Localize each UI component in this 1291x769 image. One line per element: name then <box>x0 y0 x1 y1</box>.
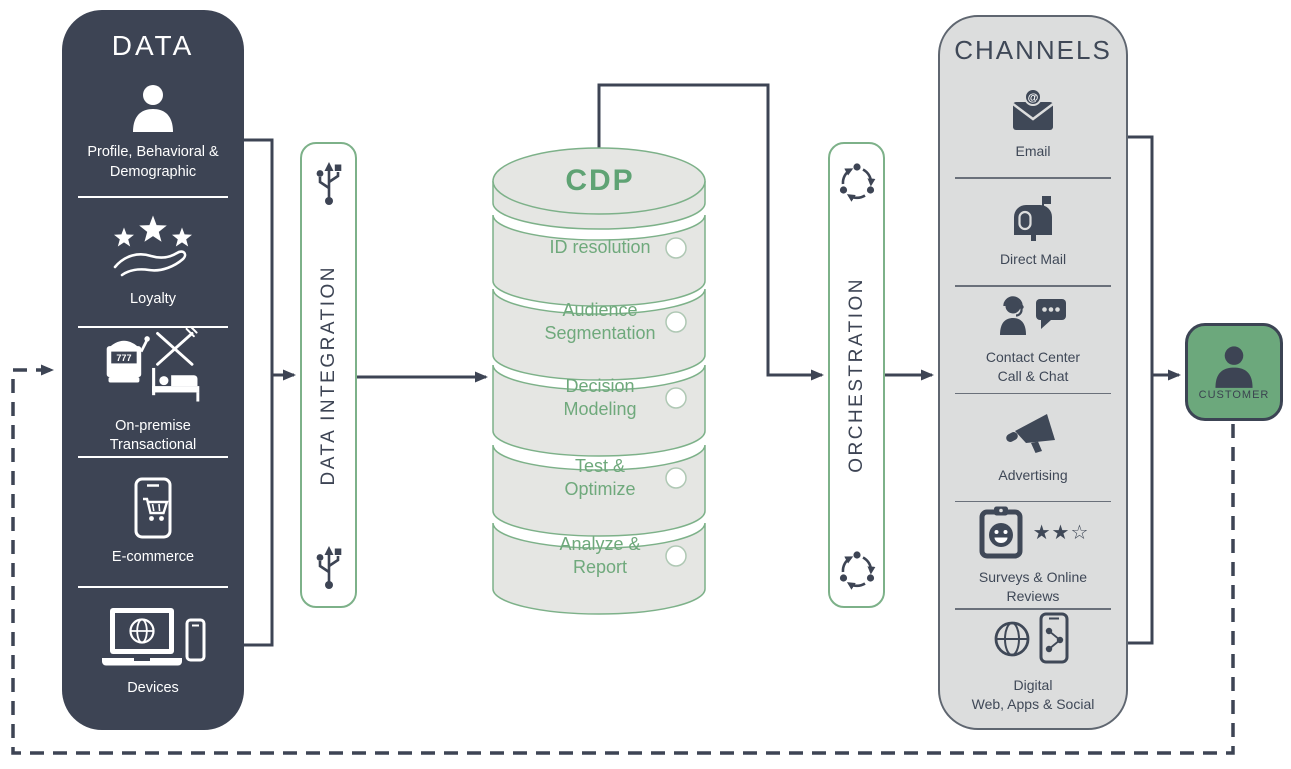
cdp-cylinder: CDP ID resolution Audience Segmentation … <box>480 145 720 625</box>
divider <box>955 177 1111 179</box>
cdp-layer-test-optimize: Test & Optimize <box>564 455 636 499</box>
divider <box>955 500 1111 502</box>
channel-item-advertising: Advertising <box>948 394 1118 500</box>
email-envelope-icon: @ <box>1012 88 1054 131</box>
channel-item-label: Digital Web, Apps & Social <box>971 677 1095 713</box>
usb-icon <box>316 545 341 589</box>
globe-share-phone-icon <box>994 612 1069 664</box>
customer-label: CUSTOMER <box>1198 388 1270 401</box>
channel-item-label: Direct Mail <box>999 250 1067 267</box>
data-item-label: On-premise Transactional <box>109 417 197 454</box>
loyalty-stars-hand-icon <box>113 215 192 277</box>
divider <box>955 285 1111 287</box>
review-stars: ★★☆ <box>1032 519 1090 544</box>
globe-icon <box>994 622 1030 657</box>
data-item-devices: Devices <box>72 588 234 716</box>
channels-panel: CHANNELS @ Email Direct Mail <box>938 15 1128 730</box>
channel-item-contact-center: Contact Center Call & Chat <box>948 287 1118 393</box>
data-item-on-premise: 777 On-premise Transa <box>72 328 234 456</box>
layer-port-circle <box>665 311 687 333</box>
channel-item-label: Surveys & Online Reviews <box>978 568 1088 604</box>
cdp-layer-id-resolution: ID resolution <box>549 237 651 258</box>
arrow-cdp-to-orchestration <box>597 83 824 381</box>
mailbox-icon <box>1014 195 1052 241</box>
headset-agent-icon <box>1000 296 1026 336</box>
ecommerce-phone-cart-icon <box>134 477 172 539</box>
chat-bubble-icon <box>1036 299 1066 330</box>
headset-agent-chat-icon <box>1000 296 1066 336</box>
data-item-label: Loyalty <box>130 290 176 307</box>
data-item-label: Devices <box>127 679 179 696</box>
sync-cycle-icon <box>839 163 875 202</box>
divider <box>955 608 1111 610</box>
channel-item-email: @ Email <box>948 71 1118 177</box>
data-item-label: E-commerce <box>111 548 195 565</box>
data-item-ecommerce: E-commerce <box>72 458 234 586</box>
data-item-profile: Profile, Behavioral & Demographic <box>72 68 234 196</box>
survey-clipboard-icon <box>979 506 1023 559</box>
at-symbol: @ <box>1028 92 1039 104</box>
customer-box: CUSTOMER <box>1185 323 1283 421</box>
channel-item-label: Advertising <box>998 467 1068 484</box>
channel-item-label: Contact Center Call & Chat <box>985 349 1081 385</box>
cdp-cylinder-shape <box>492 147 706 615</box>
divider <box>78 586 228 588</box>
divider <box>78 196 228 198</box>
divider <box>78 456 228 458</box>
user-icon <box>133 84 173 132</box>
cdp-layer-decision-modeling: Decision Modeling <box>563 375 637 419</box>
share-phone-icon <box>1039 612 1069 664</box>
channel-item-direct-mail: Direct Mail <box>948 179 1118 285</box>
customer-feedback-loop-dashed <box>11 364 1235 755</box>
data-integration-label: DATA INTEGRATION <box>317 264 339 486</box>
divider <box>955 392 1111 395</box>
laptop-phone-icon <box>102 607 206 666</box>
bed-icon <box>152 367 200 402</box>
divider <box>78 326 228 328</box>
channels-panel-title: CHANNELS <box>954 34 1112 65</box>
usb-icon <box>316 162 341 205</box>
slot-777-text: 777 <box>116 353 131 363</box>
slot-machine-icon: 777 <box>106 336 150 383</box>
channel-item-surveys: ★★☆ Surveys & Online Reviews <box>948 502 1118 608</box>
data-panel-title: DATA <box>111 30 195 61</box>
megaphone-icon <box>1006 414 1055 454</box>
orchestration-bar: ORCHESTRATION <box>828 142 885 608</box>
channels-output-bracket <box>1128 135 1154 645</box>
layer-port-circle <box>665 467 687 489</box>
slot-machine-dining-bed-icon: 777 <box>106 328 200 402</box>
sync-cycle-icon <box>839 551 875 590</box>
layer-port-circle <box>665 237 687 259</box>
laptop-icon <box>102 607 182 666</box>
data-panel: DATA Profile, Behavioral & Demographic L… <box>62 10 244 730</box>
layer-port-circle <box>665 545 687 567</box>
data-integration-bar: DATA INTEGRATION <box>300 142 357 608</box>
customer-person-icon <box>1215 345 1253 388</box>
dining-icon <box>156 328 198 366</box>
cdp-layer-audience-segmentation: Audience Segmentation <box>544 299 656 343</box>
cdp-title: CDP <box>565 164 635 197</box>
orchestration-label: ORCHESTRATION <box>845 277 867 473</box>
layer-port-circle <box>665 387 687 409</box>
cdp-layer-analyze-report: Analyze & Report <box>559 533 641 577</box>
channel-item-digital: Digital Web, Apps & Social <box>948 610 1118 716</box>
data-item-loyalty: Loyalty <box>72 198 234 326</box>
data-output-bracket <box>244 138 274 647</box>
channel-item-label: Email <box>1015 143 1051 160</box>
data-item-label: Profile, Behavioral & Demographic <box>87 143 219 180</box>
phone-icon <box>185 618 206 662</box>
